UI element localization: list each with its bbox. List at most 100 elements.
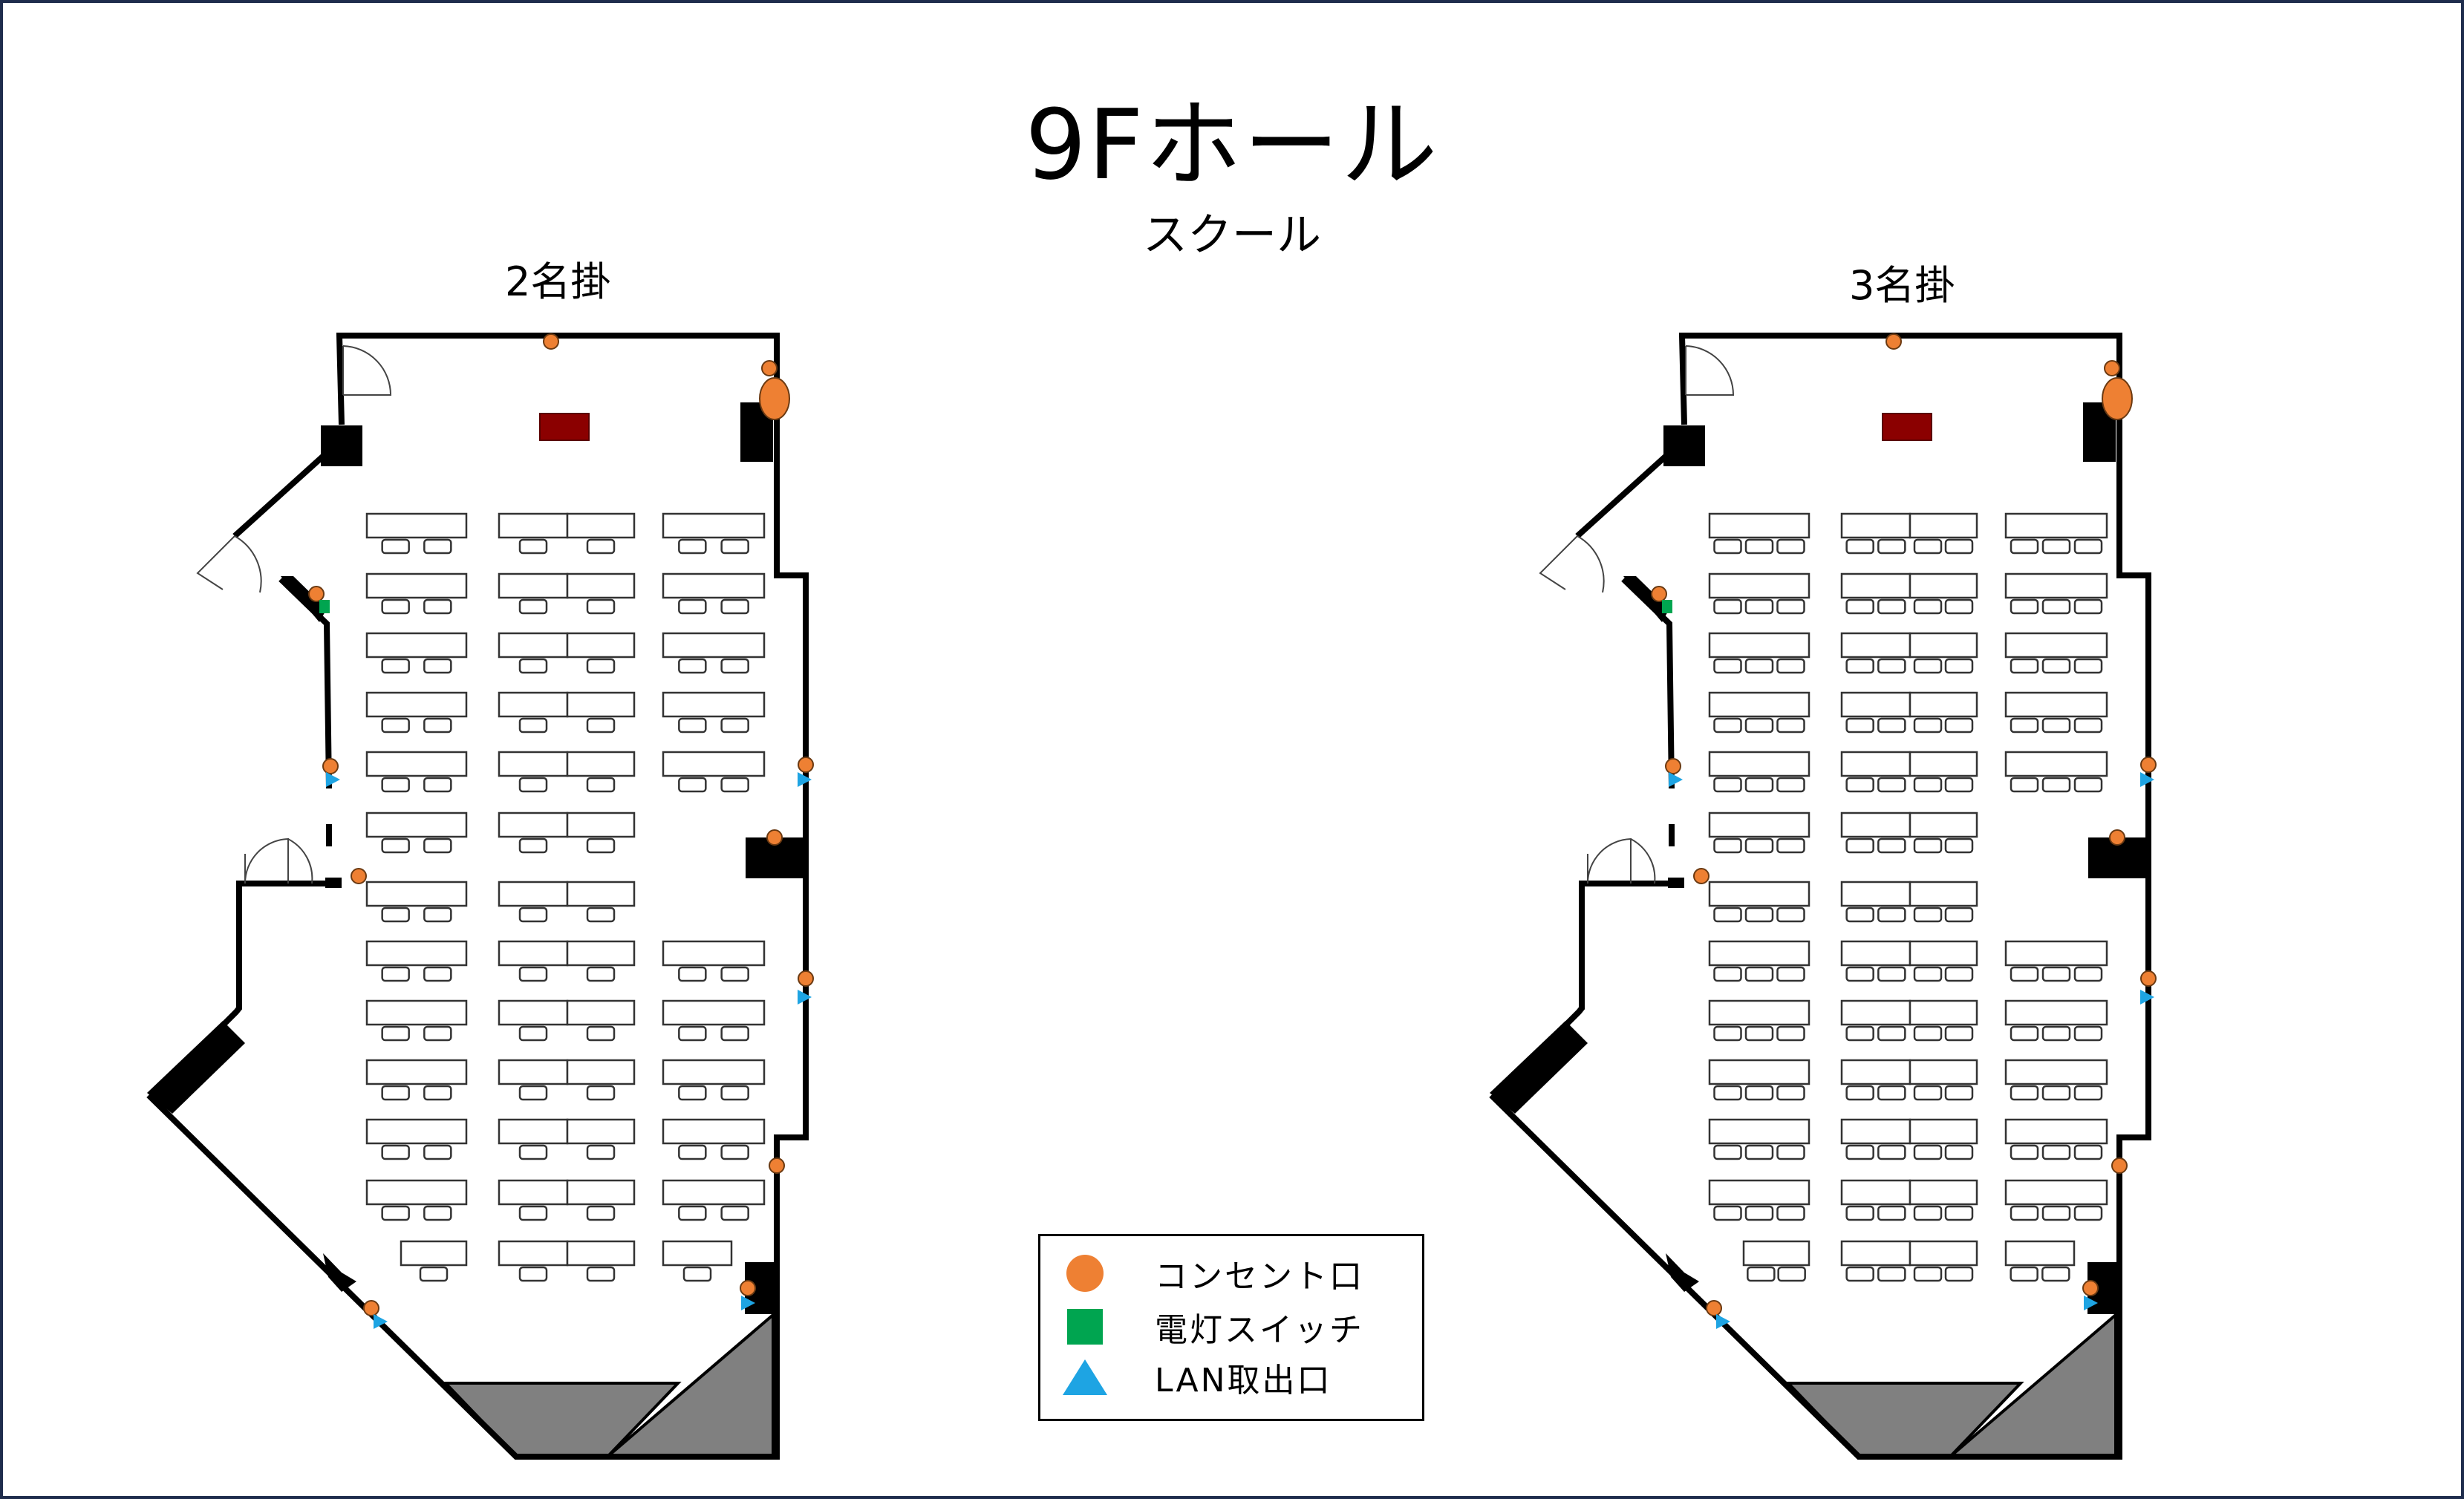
chair bbox=[1913, 907, 1943, 923]
desk bbox=[566, 881, 636, 907]
outlet-icon bbox=[351, 868, 367, 884]
chair bbox=[1877, 1205, 1906, 1221]
desk bbox=[1840, 999, 1911, 1026]
chair bbox=[2073, 1025, 2103, 1042]
chair bbox=[381, 717, 410, 734]
chair bbox=[1877, 837, 1906, 854]
chair bbox=[2073, 1205, 2103, 1221]
chair bbox=[518, 966, 548, 982]
desk bbox=[365, 751, 468, 777]
desk bbox=[1840, 881, 1911, 907]
chair bbox=[2010, 538, 2039, 555]
outlet-icon bbox=[322, 758, 339, 774]
chair bbox=[1944, 837, 1974, 854]
desk bbox=[498, 1240, 569, 1267]
chair bbox=[423, 717, 452, 734]
chair bbox=[2073, 717, 2103, 734]
chair bbox=[678, 777, 707, 793]
outlet-icon bbox=[2140, 970, 2157, 987]
lan-icon bbox=[798, 772, 812, 787]
chair bbox=[1744, 837, 1774, 854]
desk bbox=[2004, 572, 2108, 599]
pillar bbox=[321, 425, 362, 466]
chair bbox=[1845, 1205, 1874, 1221]
desk bbox=[1840, 572, 1911, 599]
desk bbox=[1909, 940, 1978, 967]
door-icon bbox=[196, 535, 262, 593]
door-icon bbox=[1587, 837, 1656, 884]
desk bbox=[365, 881, 468, 907]
desk bbox=[498, 512, 569, 539]
lan-triangle-icon bbox=[1063, 1359, 1107, 1395]
chair bbox=[1744, 1025, 1774, 1042]
chair bbox=[2041, 717, 2071, 734]
chair bbox=[1944, 777, 1974, 793]
desk bbox=[365, 512, 468, 539]
chair bbox=[1777, 1266, 1806, 1282]
desk bbox=[365, 572, 468, 599]
door-icon bbox=[244, 837, 313, 884]
outlet-icon bbox=[543, 333, 559, 350]
desk bbox=[2004, 512, 2108, 539]
chair bbox=[518, 837, 548, 854]
desk bbox=[365, 999, 468, 1026]
door-icon bbox=[1539, 535, 1605, 593]
chair bbox=[1944, 966, 1974, 982]
chair bbox=[1913, 1085, 1943, 1101]
chair bbox=[1877, 538, 1906, 555]
av-panel-icon bbox=[2102, 377, 2133, 420]
chair bbox=[423, 1144, 452, 1160]
chair bbox=[2041, 538, 2071, 555]
desk bbox=[2004, 632, 2108, 659]
chair bbox=[2073, 1085, 2103, 1101]
desk bbox=[1909, 751, 1978, 777]
chair bbox=[678, 598, 707, 615]
chair bbox=[2010, 1144, 2039, 1160]
chair bbox=[1845, 1025, 1874, 1042]
chair bbox=[423, 837, 452, 854]
door-stop bbox=[325, 878, 342, 888]
pillar bbox=[1663, 425, 1705, 466]
chair bbox=[1944, 1266, 1974, 1282]
legend-label: コンセント口 bbox=[1155, 1258, 1364, 1296]
chair bbox=[1845, 658, 1874, 674]
chair bbox=[1713, 1205, 1742, 1221]
desk bbox=[1909, 572, 1978, 599]
chair bbox=[586, 598, 616, 615]
desk bbox=[365, 1118, 468, 1145]
chair bbox=[2073, 1144, 2103, 1160]
desk bbox=[498, 691, 569, 718]
legend-label: LAN取出口 bbox=[1155, 1362, 1332, 1400]
outlet-icon bbox=[1693, 868, 1710, 884]
desk bbox=[566, 751, 636, 777]
chair bbox=[1776, 658, 1805, 674]
chair bbox=[1944, 658, 1974, 674]
chair bbox=[518, 1085, 548, 1101]
chair bbox=[586, 658, 616, 674]
chair bbox=[1713, 1025, 1742, 1042]
desk bbox=[1708, 999, 1810, 1026]
chair bbox=[423, 538, 452, 555]
chair bbox=[720, 966, 749, 982]
chair bbox=[1776, 717, 1805, 734]
chair bbox=[2010, 598, 2039, 615]
chair bbox=[1744, 598, 1774, 615]
desk bbox=[1840, 632, 1911, 659]
chair bbox=[381, 1205, 410, 1221]
legend-label: 電灯スイッチ bbox=[1155, 1311, 1364, 1349]
chair bbox=[518, 1205, 548, 1221]
chair bbox=[1845, 907, 1874, 923]
chair bbox=[423, 1025, 452, 1042]
desk bbox=[498, 811, 569, 838]
chair bbox=[682, 1266, 712, 1282]
outlet-icon bbox=[1665, 758, 1681, 774]
chair bbox=[678, 966, 707, 982]
desk bbox=[1909, 632, 1978, 659]
desk bbox=[1708, 1059, 1810, 1085]
chair bbox=[1913, 1266, 1943, 1282]
chair bbox=[1845, 777, 1874, 793]
desk bbox=[498, 999, 569, 1026]
chair bbox=[1913, 1025, 1943, 1042]
light-switch-icon bbox=[319, 600, 330, 613]
